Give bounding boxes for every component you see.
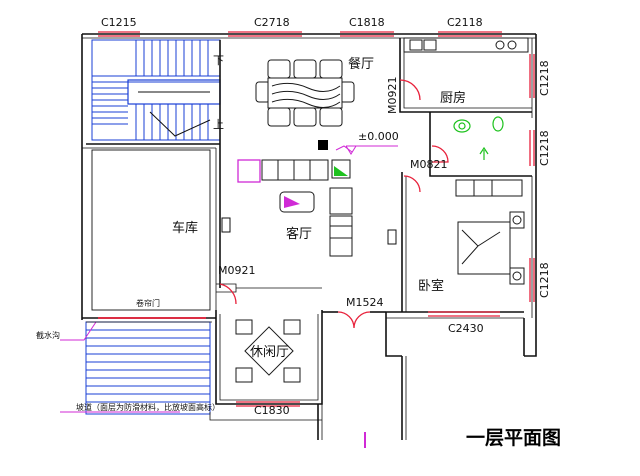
window-label-c2430: C2430 (448, 322, 484, 335)
room-label-living: 客厅 (286, 226, 312, 242)
door-swing-kitchen (399, 79, 421, 101)
window-marks (98, 31, 535, 448)
living-accents (237, 145, 353, 208)
door-swing-leisure (219, 283, 237, 305)
window-label-c1218-a: C1218 (538, 60, 551, 96)
window-label-c1215: C1215 (101, 16, 137, 29)
window-label-c2118: C2118 (447, 16, 483, 29)
living-outlet (387, 229, 397, 245)
room-label-dining: 餐厅 (348, 56, 374, 72)
room-label-kitchen: 厨房 (440, 90, 466, 106)
window-c1218-c (529, 258, 535, 302)
window-c1218-b (529, 130, 535, 166)
elevation-marker (345, 145, 398, 155)
window-c1215 (98, 31, 140, 37)
door-swing-bedroom (403, 175, 421, 193)
room-label-leisure: 休闲厅 (250, 345, 289, 360)
elevation-label: ±0.000 (358, 130, 399, 143)
window-c1818 (340, 31, 394, 37)
living-sofas (261, 159, 353, 257)
ramp-note: 坡道（面层为防滑材料，比放坡面高标） (76, 402, 220, 412)
ramp (85, 321, 211, 415)
drain-label: 截水沟 (36, 330, 60, 340)
room-label-bedroom: 卧室 (418, 278, 444, 294)
window-label-c1218-b: C1218 (538, 130, 551, 166)
garage-outlet (221, 217, 231, 233)
column-marker (318, 140, 328, 150)
walls (81, 33, 537, 440)
door-swing-bath (431, 145, 449, 163)
door-label-main: M1524 (346, 296, 384, 309)
window-label-c2718: C2718 (254, 16, 290, 29)
stair-down-label: 下 (213, 54, 224, 67)
drain-pointer (60, 321, 180, 413)
window-c1830 (236, 401, 300, 407)
garage-door-label: 卷帘门 (136, 298, 160, 308)
kitchen-counter (403, 37, 529, 53)
window-c2430 (428, 311, 500, 317)
door-label-bath: M0821 (410, 158, 448, 171)
bath-fixtures (453, 116, 504, 160)
window-label-c1830: C1830 (254, 404, 290, 417)
window-c2118 (438, 31, 502, 37)
door-label-kitchen: M0921 (386, 77, 399, 115)
staircase (91, 39, 221, 141)
window-c2718 (228, 31, 302, 37)
room-label-garage: 车库 (172, 220, 198, 236)
stair-up-label: 上 (213, 118, 224, 131)
leisure-table (235, 319, 301, 383)
window-c1218-a (529, 54, 535, 98)
door-label-leisure: M0921 (218, 264, 256, 277)
drawing-title: 一层平面图 (466, 427, 561, 449)
window-label-c1218-c: C1218 (538, 262, 551, 298)
bedroom-bed (455, 179, 525, 285)
window-label-c1818: C1818 (349, 16, 385, 29)
dining-table (255, 59, 355, 127)
door-swing-main (337, 311, 371, 329)
